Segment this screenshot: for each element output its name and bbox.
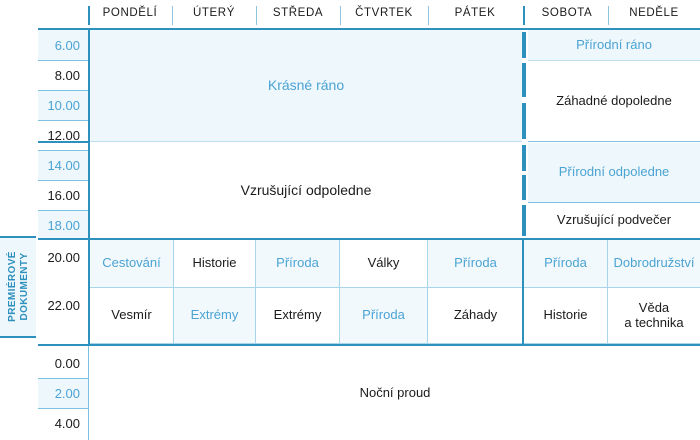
section-label-bottom-rule (0, 336, 36, 338)
time-label-0: 0.00 (38, 348, 88, 378)
time-label-8: 8.00 (38, 60, 88, 90)
time-label-22: 22.00 (38, 290, 88, 320)
program-cell-sun-20[interactable]: Dobrodružství (608, 240, 700, 288)
header-separator-3 (340, 6, 341, 25)
weekend-separator-seg-2 (522, 63, 526, 97)
day-header-ctvrtek: ČTVRTEK (355, 7, 413, 20)
header-bottom-rule-time (38, 28, 88, 30)
time-rule-14 (38, 150, 88, 151)
weekend-separator-seg-5 (522, 175, 526, 200)
header-separator-1 (172, 6, 173, 25)
program-cell-mon-20[interactable]: Cestování (90, 240, 174, 288)
program-cell-tue-22[interactable]: Extrémy (174, 288, 256, 344)
time-section-rule-prime (38, 238, 88, 240)
weekend-divider-1 (528, 60, 700, 61)
day-header-utery: ÚTERÝ (193, 7, 235, 20)
day-header-sobota: SOBOTA (541, 7, 593, 20)
section-label-line2: DOKUMENTY (18, 251, 29, 321)
prime-weekend-divider (522, 238, 524, 344)
program-cell-sat-20[interactable]: Příroda (524, 240, 608, 288)
day-header-nedele: NEDĚLE (629, 7, 679, 20)
header-separator-weekend (523, 6, 525, 25)
time-label-6: 6.00 (38, 30, 88, 60)
time-section-rule-afternoon (38, 141, 88, 143)
block-prirodni-odpoledne: Přírodní odpoledne (528, 143, 700, 202)
time-section-rule-night (38, 344, 88, 346)
prime-top-rule (88, 238, 700, 240)
block-krasne-rano: Krásné ráno (90, 30, 522, 141)
time-label-2: 2.00 (38, 378, 88, 408)
weekend-separator-seg-4 (522, 145, 526, 171)
time-rule-4 (38, 408, 88, 409)
header-separator-left (88, 6, 90, 25)
time-label-18: 18.00 (38, 210, 88, 240)
weekend-separator-seg-6 (522, 205, 526, 236)
time-label-12: 12.00 (38, 120, 88, 150)
time-label-4: 4.00 (38, 408, 88, 438)
weekend-divider-2 (528, 141, 700, 142)
block-vzrusujici-odpoledne: Vzrušující odpoledne (90, 143, 522, 238)
time-column-divider-night (88, 346, 89, 440)
weekend-separator-seg-1 (522, 32, 526, 58)
header-separator-5 (608, 6, 609, 25)
header-separator-4 (428, 6, 429, 25)
day-header-patek: PÁTEK (454, 7, 496, 20)
time-rule-12 (38, 120, 88, 121)
block-zahadne-dopoledne: Záhadné dopoledne (528, 61, 700, 141)
program-cell-sat-22[interactable]: Historie (524, 288, 608, 344)
time-label-16: 16.00 (38, 180, 88, 210)
program-cell-wed-22[interactable]: Extrémy (256, 288, 340, 344)
block-vzrusujici-podvecer: Vzrušující podvečer (528, 203, 700, 238)
program-cell-thu-20[interactable]: Války (340, 240, 428, 288)
section-label-top-rule (0, 236, 36, 238)
section-label-premierove-dokumenty: PREMIÉROVÉ DOKUMENTY (0, 236, 36, 336)
time-rule-2 (38, 378, 88, 379)
program-cell-fri-20[interactable]: Příroda (428, 240, 524, 288)
header-bottom-rule (88, 28, 700, 30)
header-separator-2 (256, 6, 257, 25)
time-rule-8 (38, 60, 88, 61)
program-cell-mon-22[interactable]: Vesmír (90, 288, 174, 344)
program-cell-thu-22[interactable]: Příroda (340, 288, 428, 344)
time-label-10: 10.00 (38, 90, 88, 120)
program-cell-wed-20[interactable]: Příroda (256, 240, 340, 288)
time-rule-18 (38, 210, 88, 211)
weekday-block-divider (90, 141, 522, 142)
weekend-separator-seg-3 (522, 103, 526, 139)
time-rule-10 (38, 90, 88, 91)
program-cell-tue-20[interactable]: Historie (174, 240, 256, 288)
time-label-14: 14.00 (38, 150, 88, 180)
day-header-pondeli: PONDĚLÍ (102, 7, 158, 20)
time-rule-16 (38, 180, 88, 181)
section-label-line1: PREMIÉROVÉ (6, 250, 18, 322)
program-cell-sun-22[interactable]: Věda a technika (608, 288, 700, 344)
block-prirodni-rano: Přírodní ráno (528, 30, 700, 60)
prime-bottom-rule (88, 344, 700, 346)
program-cell-fri-22[interactable]: Záhady (428, 288, 524, 344)
day-header-streda: STŘEDA (272, 7, 324, 20)
time-label-20: 20.00 (38, 242, 88, 272)
block-nocni-proud: Noční proud (90, 346, 700, 440)
time-column-divider-morning (88, 28, 90, 143)
time-column-divider-afternoon (88, 141, 90, 241)
weekend-divider-3 (528, 202, 700, 203)
time-column-divider-prime (88, 238, 90, 346)
